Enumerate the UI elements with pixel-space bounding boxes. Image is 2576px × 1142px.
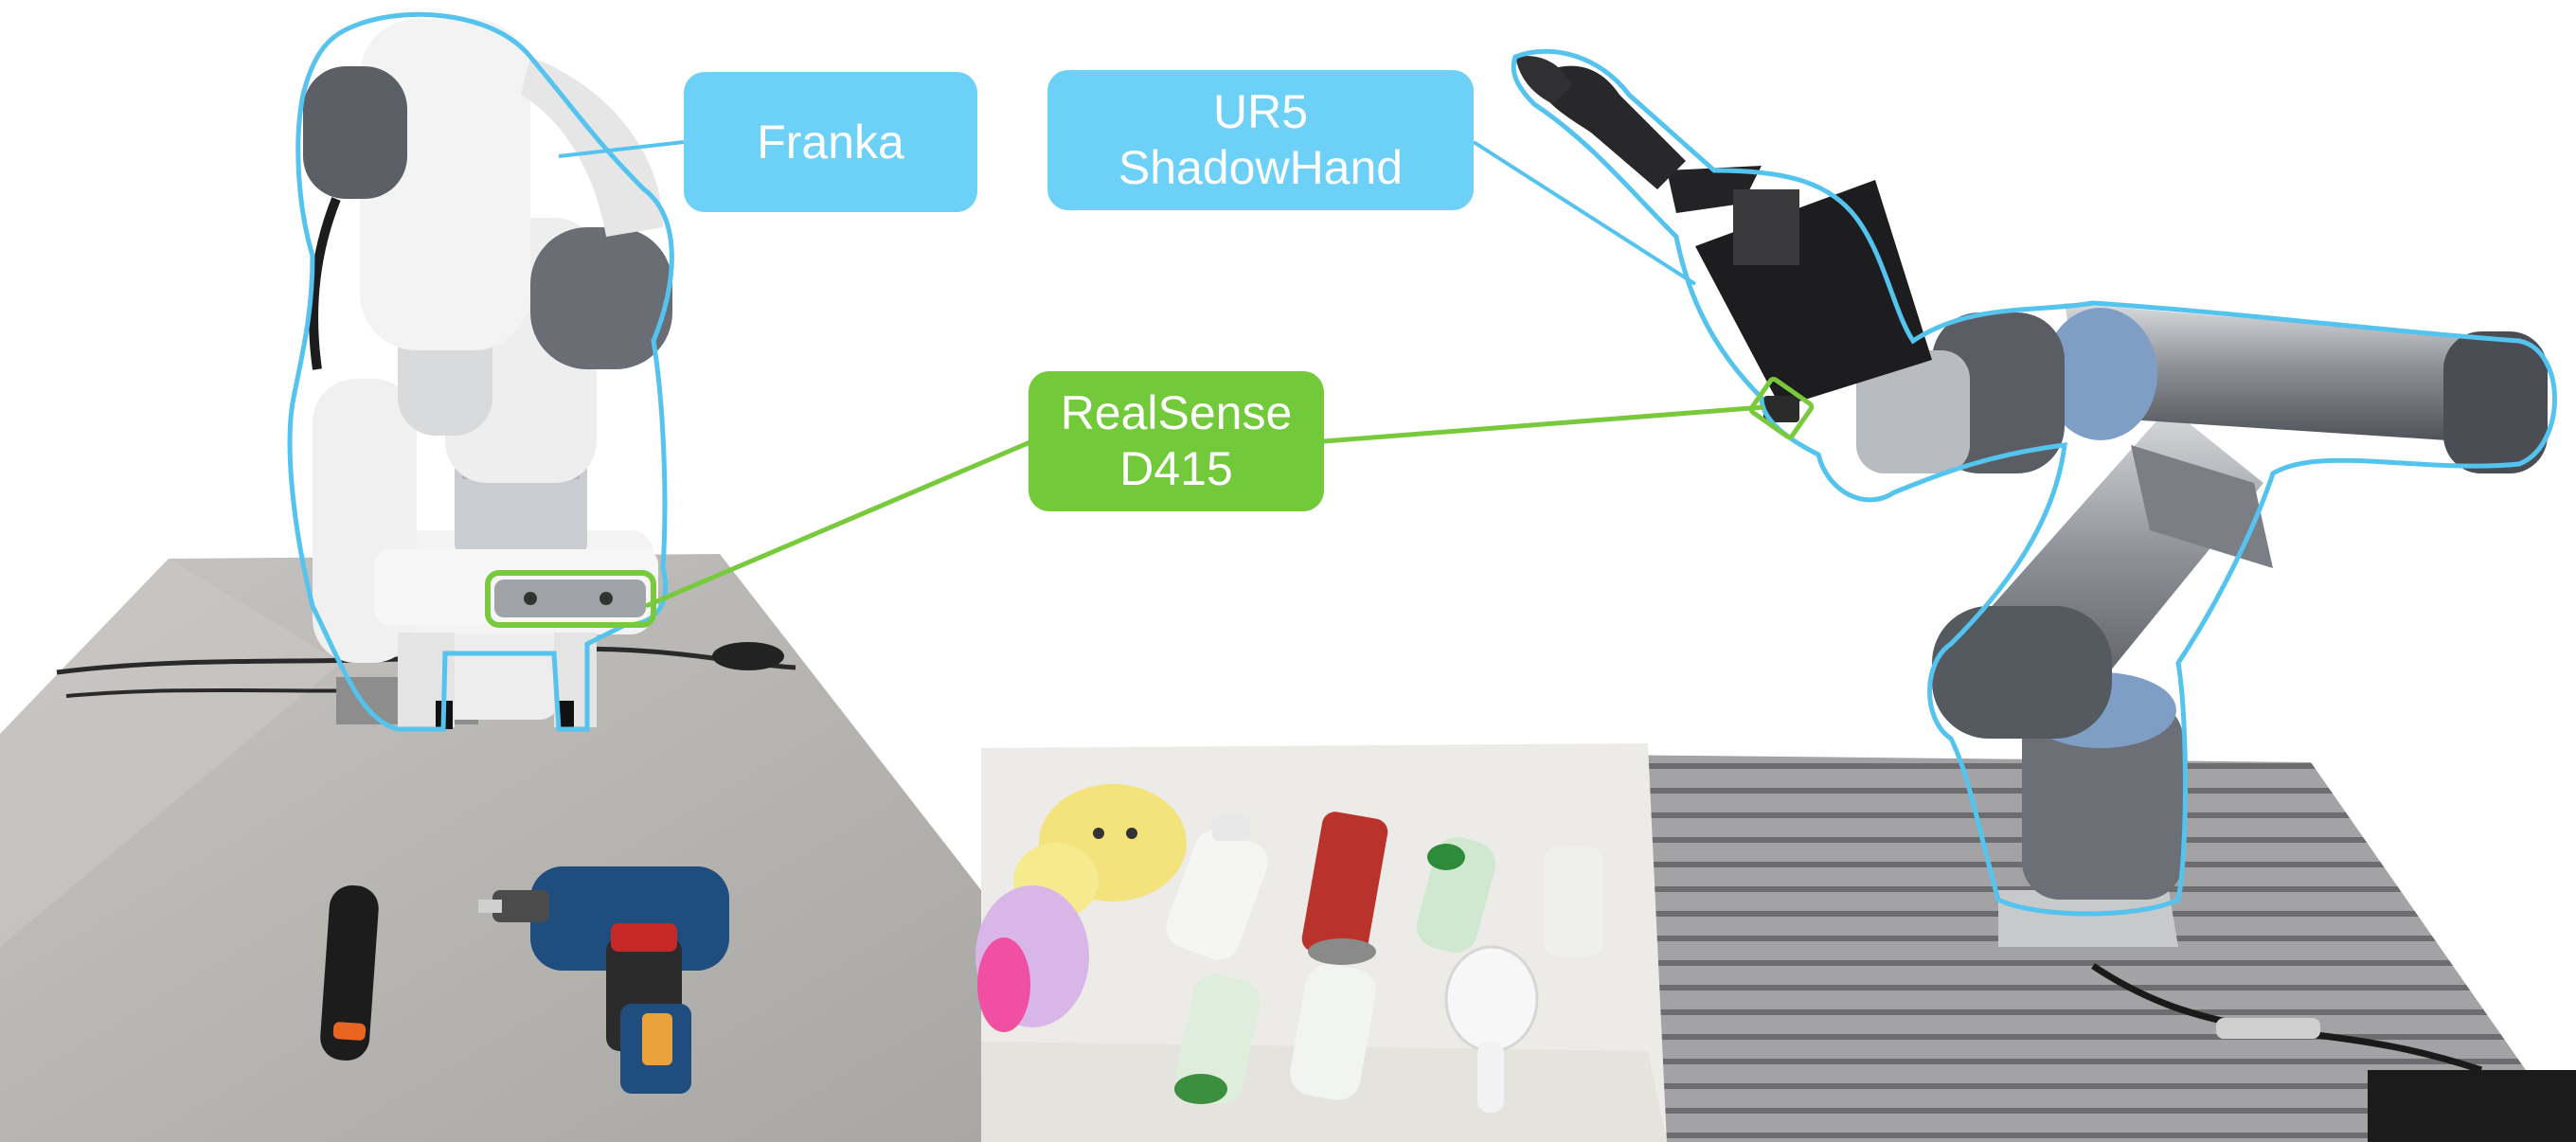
franka-label-line: Franka — [757, 115, 904, 169]
left-table — [0, 554, 981, 1142]
ur5-shadowhand-label: UR5 ShadowHand — [1047, 70, 1474, 210]
franka-camera-outline — [485, 570, 656, 628]
shadowhand — [1515, 56, 1932, 407]
realsense-label: RealSense D415 — [1029, 371, 1324, 511]
pump-bottle — [1166, 814, 1268, 960]
green-bottles — [1174, 837, 1602, 1105]
white-brush — [1444, 945, 1539, 1113]
franka-label: Franka — [684, 72, 977, 212]
ur5-label-line: UR5 — [1212, 85, 1309, 138]
ur5-robot-arm — [1856, 303, 2548, 947]
ur5-camera-outline — [1748, 376, 1815, 440]
realsense-camera-franka — [494, 580, 646, 617]
realsense-model-line: D415 — [1119, 442, 1233, 495]
toy-ball — [975, 885, 1089, 1032]
callout-connectors — [558, 140, 1764, 609]
shadowhand-label-line: ShadowHand — [1118, 141, 1404, 194]
realsense-camera-ur5 — [1763, 396, 1799, 422]
franka-outline — [287, 11, 674, 732]
chips-can — [1301, 812, 1388, 965]
realsense-label-line: RealSense — [1060, 386, 1293, 439]
flashlight — [320, 885, 379, 1061]
power-drill — [478, 866, 729, 1094]
